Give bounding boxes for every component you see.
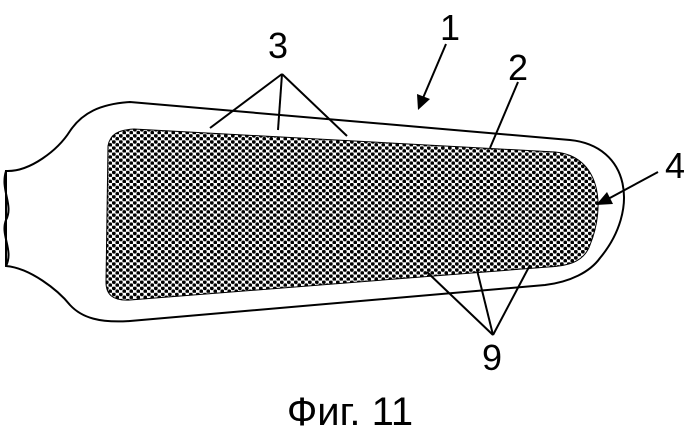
ref-label-1: 1 (440, 7, 460, 48)
leader-lines-3 (210, 74, 347, 136)
ref-label-2: 2 (508, 47, 528, 88)
ref-label-4: 4 (665, 145, 685, 186)
ref-label-9: 9 (482, 337, 502, 378)
ref-label-3: 3 (268, 25, 288, 66)
leader-arrow-1 (417, 44, 446, 110)
figure-caption: Фиг. 11 (0, 388, 700, 436)
leader-line-2 (490, 82, 518, 148)
leader-arrow-4 (596, 172, 658, 205)
